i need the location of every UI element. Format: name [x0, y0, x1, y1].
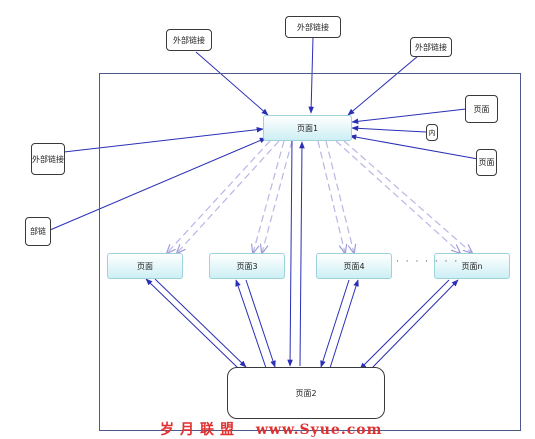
- external-page-node[interactable]: 页面: [476, 149, 497, 176]
- edge-ext-top-mid-to-page1: [308, 36, 314, 114]
- hub-page-node[interactable]: 页面2: [227, 367, 385, 419]
- edge-inner-to-page1: [351, 125, 427, 133]
- sub-page-node[interactable]: 页面3: [209, 253, 285, 279]
- sub-page-node[interactable]: 页面: [107, 253, 183, 279]
- edge-page2-to-subpage4: [329, 279, 359, 369]
- home-page-node[interactable]: 页面1: [263, 115, 352, 141]
- external-page-node[interactable]: 页面: [465, 95, 498, 123]
- edge-page1-to-page2: [287, 140, 293, 367]
- watermark-cn: 岁月联盟: [160, 422, 240, 438]
- inner-link-node[interactable]: 内: [426, 124, 438, 141]
- edge-page2-to-subpage3: [235, 279, 267, 369]
- site-boundary: [99, 73, 521, 431]
- edge-page2-to-subpagen: [369, 279, 459, 371]
- edge-page2-to-page1: [299, 141, 305, 367]
- external-link-node[interactable]: 外部链接: [31, 143, 65, 175]
- sub-page-node[interactable]: 页面4: [316, 253, 392, 279]
- edge-ext-right-low-to-page1: [349, 134, 479, 160]
- edge-page2-to-subpage1: [145, 278, 239, 369]
- watermark: 岁月联盟 www.Syue.com: [160, 419, 382, 439]
- dashed-edges-page1-to-subpages: [167, 140, 472, 253]
- edge-subpage1-to-page2: [154, 278, 247, 368]
- external-link-node[interactable]: 外部链接: [410, 37, 452, 57]
- watermark-url: www.Syue.com: [255, 422, 383, 438]
- edge-ext-top-left-to-page1: [195, 51, 269, 116]
- edge-ext-right-top-to-page1: [351, 108, 467, 125]
- external-link-node[interactable]: 外部链接: [285, 16, 341, 38]
- edge-subpage4-to-page2: [320, 279, 350, 368]
- edge-ext-left-low-to-page1: [49, 137, 267, 231]
- ellipsis: · · · · · · ·: [396, 257, 460, 267]
- edge-ext-left-mid-to-page1: [63, 126, 264, 153]
- edge-ext-top-right-to-page1: [347, 55, 419, 116]
- edge-subpagen-to-page2: [359, 279, 450, 370]
- edge-subpage3-to-page2: [245, 279, 276, 368]
- external-link-node[interactable]: 部链: [25, 217, 51, 246]
- sub-page-node[interactable]: 页面n: [434, 253, 510, 279]
- external-link-node[interactable]: 外部链接: [166, 29, 212, 51]
